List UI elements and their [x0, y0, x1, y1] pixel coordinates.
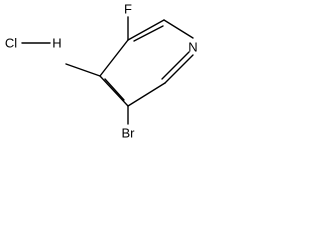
ring-bond-c4-c3 — [99, 39, 129, 77]
hcl-salt: Cl H — [5, 36, 62, 51]
chlorine-label: Cl — [5, 36, 17, 51]
ring-bond-n-c6-double — [161, 51, 190, 80]
ring-bond-n-c6 — [164, 54, 194, 84]
nitrogen-label: N — [188, 40, 197, 55]
substituents — [65, 16, 129, 125]
hydrogen-label: H — [52, 36, 61, 51]
atom-labels: F N Br — [122, 2, 198, 141]
ring-bond-c3-c2-double — [133, 25, 164, 42]
c4-methyl-bond — [65, 63, 101, 77]
ring-bond-c3-c2 — [127, 19, 165, 41]
bromine-label: Br — [122, 126, 136, 141]
ring-bond-c5-c4-double — [104, 78, 125, 101]
ring-bond-c6-c5 — [127, 82, 166, 107]
pyridine-ring — [99, 19, 194, 107]
fluorine-label: F — [124, 2, 132, 17]
ring-bond-c5-c4 — [99, 75, 129, 107]
ring-bond-c2-n — [163, 19, 194, 39]
chemical-structure: Cl H F N Br — [5, 2, 198, 141]
